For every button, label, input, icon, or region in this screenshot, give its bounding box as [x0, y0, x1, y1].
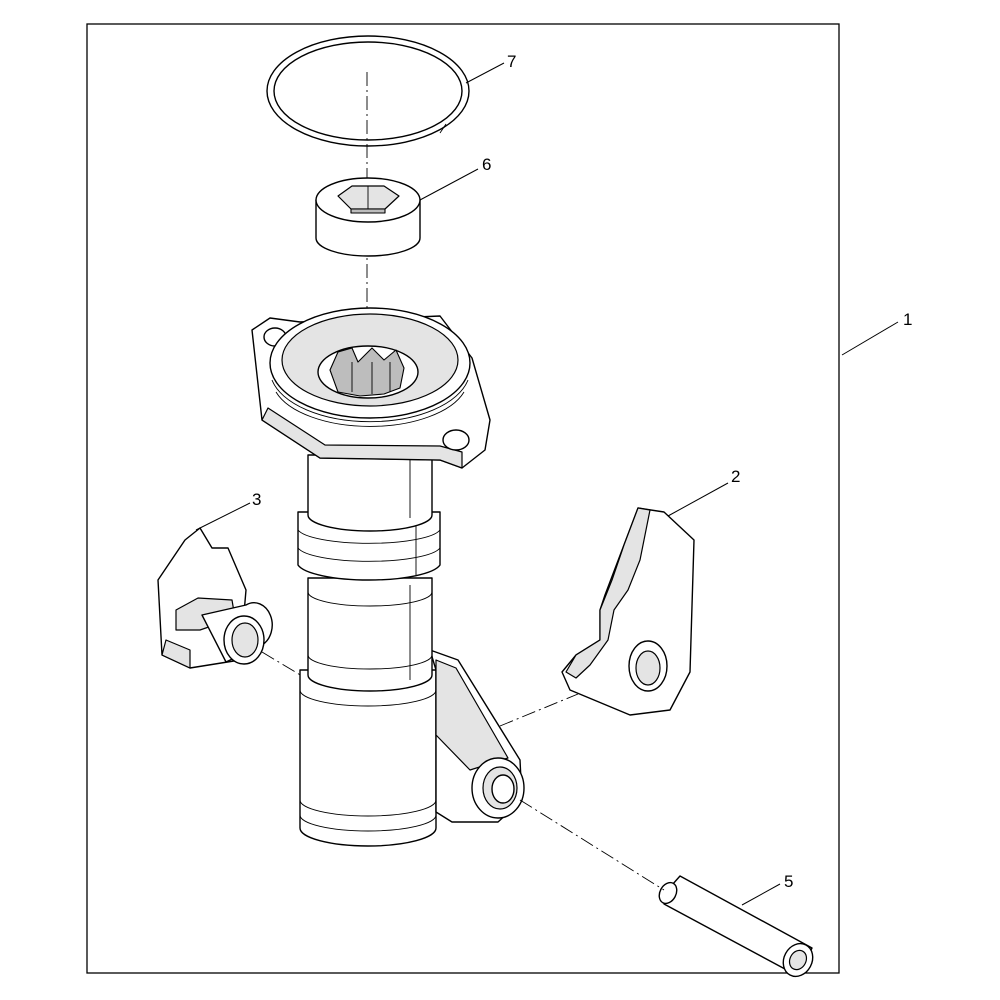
callout-label: 2: [731, 467, 740, 486]
part-main-housing: [251, 307, 525, 847]
callout-label: 1: [903, 310, 912, 329]
callout-1: 1: [841, 310, 912, 356]
callout-3: 3: [195, 490, 261, 531]
assembly-line-pin: [519, 799, 665, 891]
assembly-line-sleeve: [261, 651, 303, 677]
callout-7: 7: [465, 52, 516, 84]
callout-label: 6: [482, 155, 491, 174]
part-hex-bushing: [315, 177, 421, 257]
part-sleeve-bracket: [157, 527, 273, 669]
part-lever-arm: [561, 507, 695, 716]
callout-5: 5: [741, 872, 793, 906]
part-o-ring: [266, 35, 470, 147]
callout-label: 3: [252, 490, 261, 509]
callout-6: 6: [419, 155, 491, 201]
callout-label: 7: [507, 52, 516, 71]
assembly-frame: [86, 23, 840, 974]
callout-2: 2: [667, 467, 740, 517]
callout-label: 5: [784, 872, 793, 891]
assembly-line-lever: [499, 693, 579, 727]
part-roll-pin: [658, 875, 814, 978]
